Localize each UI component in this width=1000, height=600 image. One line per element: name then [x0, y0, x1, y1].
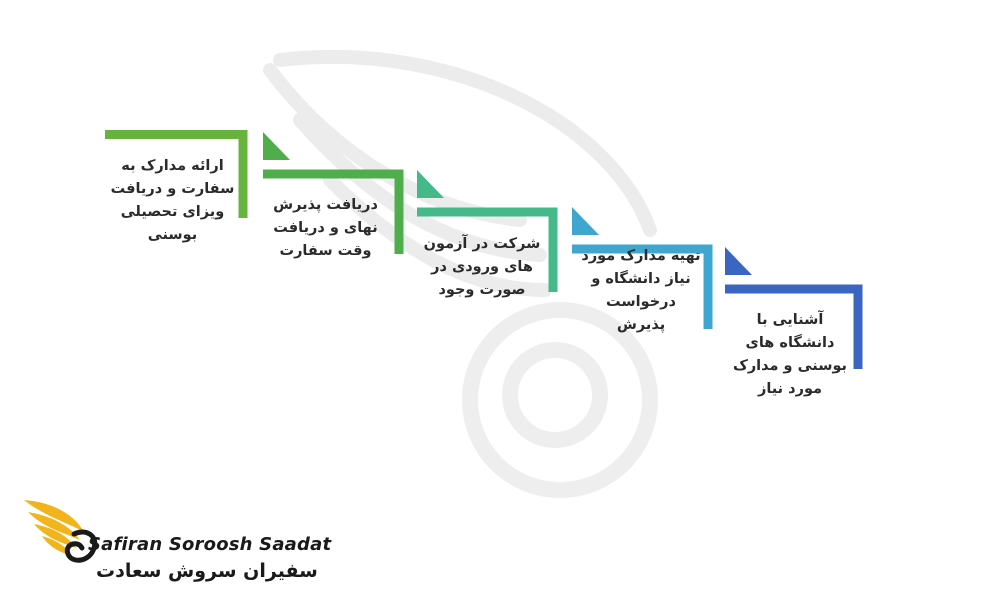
step-1-arrow-shape	[725, 247, 863, 369]
step-3-arrow-shape	[417, 170, 558, 292]
step-2-arrow-shape	[572, 207, 713, 329]
step-4-bracket	[263, 169, 404, 254]
step-4-arrow-shape	[263, 132, 404, 254]
brand-name-persian: سفیران سروش سعادت	[96, 560, 318, 582]
brand-logo	[22, 492, 302, 582]
step-5-bracket	[105, 130, 248, 218]
step-2-bracket	[572, 244, 713, 329]
step-3-text: شرکت در آزمون های ورودی در صورت وجود	[423, 236, 541, 298]
step-5: ارائه مدارک به سفارت و دریافت ویزای تحصی…	[105, 130, 265, 310]
step-5-text: ارائه مدارک به سفارت و دریافت ویزای تحصی…	[110, 158, 235, 243]
step-1-text: آشنایی با دانشگاه های بوسنی و مدارک مورد…	[732, 312, 847, 397]
step-3: شرکت در آزمون های ورودی در صورت وجود	[412, 170, 572, 350]
step-5-arrow-shape	[105, 130, 248, 218]
golden-wing-logo-icon	[24, 500, 98, 563]
step-4: دریافت پذیرش نهای و دریافت وقت سفارت	[258, 132, 418, 312]
step-1: آشنایی با دانشگاه های بوسنی و مدارک مورد…	[720, 247, 870, 427]
brand-name-english: Safiran Soroosh Saadat	[88, 534, 332, 555]
step-3-tip	[417, 170, 444, 198]
step-1-bracket	[725, 284, 863, 369]
step-3-bracket	[417, 207, 558, 292]
step-2-text: تهیه مدارک مورد نیاز دانشگاه و درخواست پ…	[581, 248, 701, 333]
step-4-text: دریافت پذیرش نهای و دریافت وقت سفارت	[273, 197, 378, 259]
step-2: تهیه مدارک مورد نیاز دانشگاه و درخواست پ…	[567, 207, 727, 387]
step-1-tip	[725, 247, 752, 275]
step-2-tip	[572, 207, 599, 235]
step-4-tip	[263, 132, 290, 160]
